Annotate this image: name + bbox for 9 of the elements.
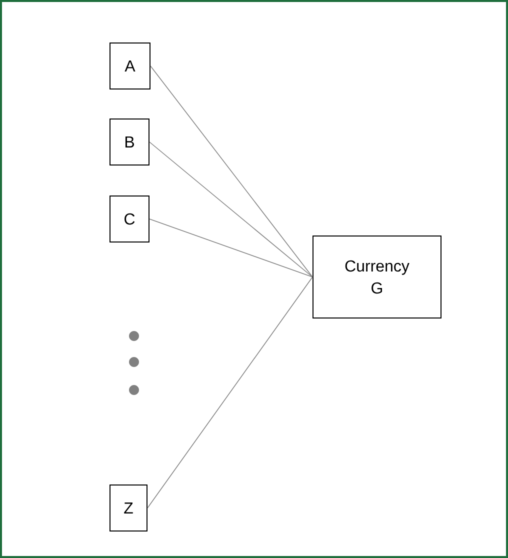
currency-box: Currency G: [312, 236, 442, 318]
connector-line: [149, 218, 313, 278]
connector-line: [150, 66, 313, 278]
letter-box: Z: [110, 484, 148, 532]
connector-line: [149, 142, 313, 278]
letter-box: B: [110, 118, 150, 166]
letter-box: C: [110, 196, 150, 242]
connector-line: [147, 276, 313, 508]
letter-box: A: [110, 42, 150, 90]
